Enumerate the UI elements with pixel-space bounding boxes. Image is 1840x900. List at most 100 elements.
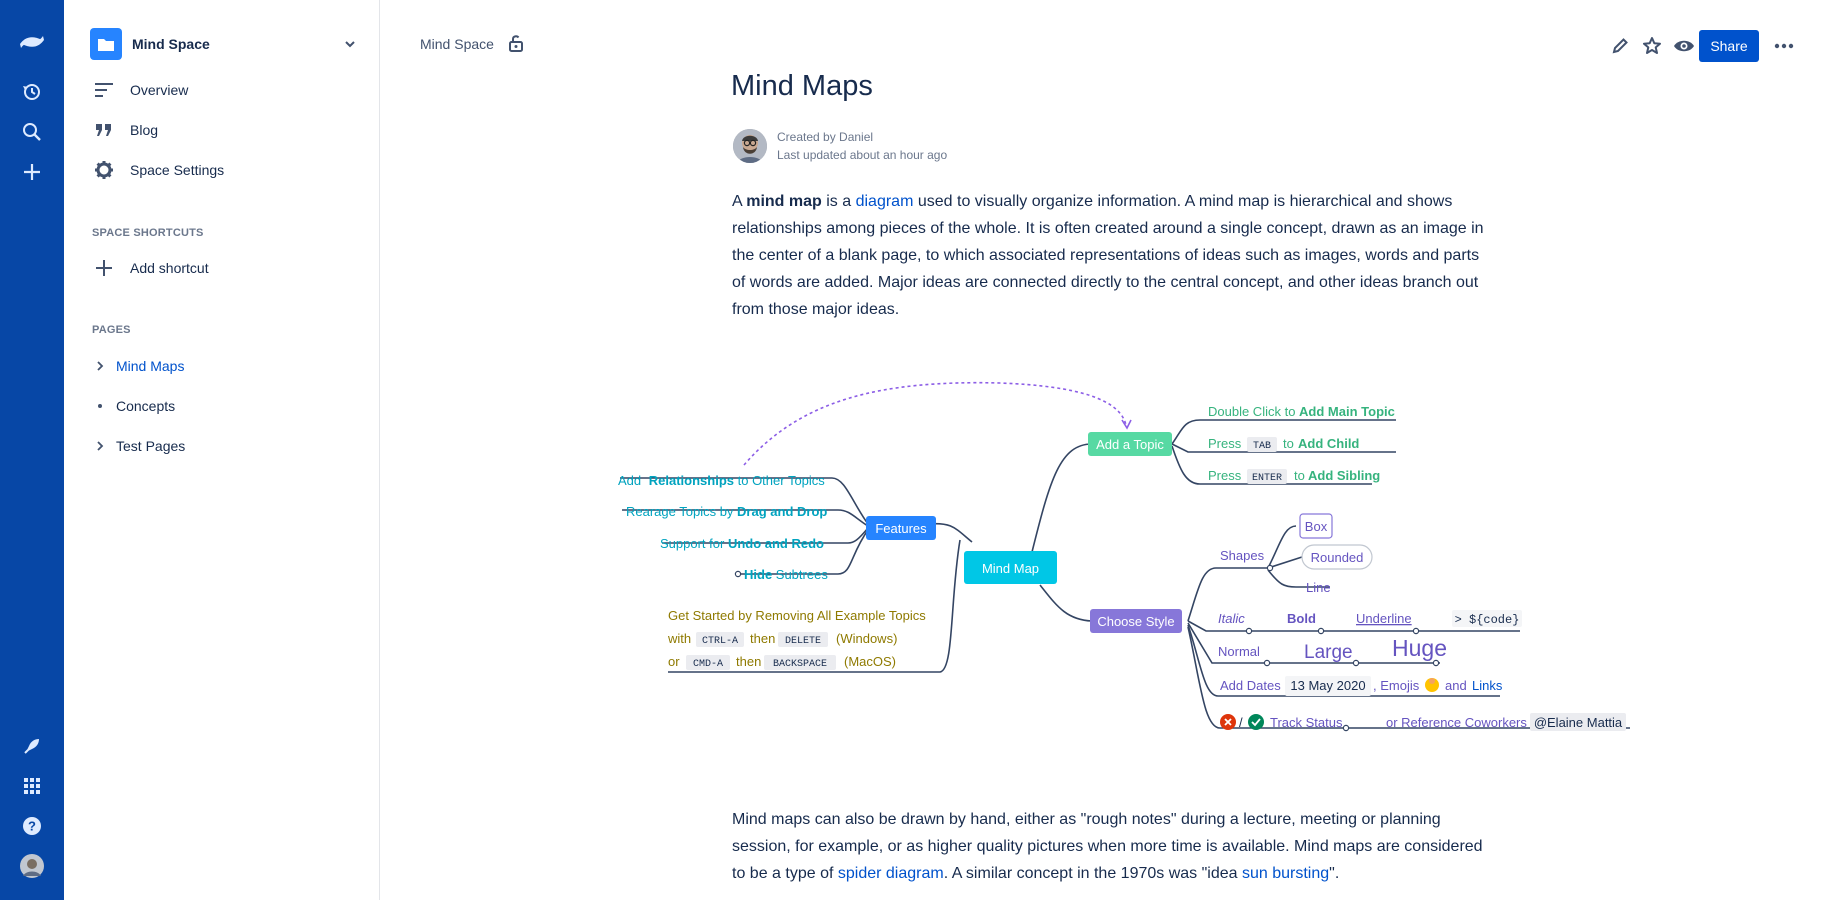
svg-text:Add Dates: Add Dates xyxy=(1220,678,1281,693)
svg-text:to: to xyxy=(1283,436,1294,451)
svg-text:BACKSPACE: BACKSPACE xyxy=(773,659,827,670)
share-button[interactable]: Share xyxy=(1699,30,1759,62)
svg-text:CTRL-A: CTRL-A xyxy=(702,636,738,647)
svg-text:to: to xyxy=(1294,468,1305,483)
svg-text:Choose Style: Choose Style xyxy=(1097,614,1174,629)
svg-text:> ${code}: > ${code} xyxy=(1455,613,1520,627)
add-topic-node xyxy=(1088,432,1172,456)
svg-text:and: and xyxy=(1445,678,1467,693)
sun-bursting-link[interactable]: sun bursting xyxy=(1241,865,1330,882)
page-byline: Created by Daniel Last updated about an … xyxy=(733,128,947,164)
bullet-icon xyxy=(92,403,108,409)
unlock-icon[interactable] xyxy=(508,34,524,57)
recent-icon[interactable] xyxy=(14,74,50,110)
search-icon[interactable] xyxy=(14,114,50,150)
overview-icon xyxy=(90,82,118,98)
help-icon[interactable]: ? xyxy=(14,808,50,844)
svg-text:Add Sibling: Add Sibling xyxy=(1308,468,1380,483)
quote-icon xyxy=(90,122,118,138)
created-by: Created by Daniel xyxy=(777,130,874,144)
page-tree-item-concepts[interactable]: Concepts xyxy=(92,392,352,420)
press-tab-topic: Press TAB to Add Child xyxy=(1208,436,1359,452)
svg-text:(MacOS): (MacOS) xyxy=(844,654,896,669)
page-toolbar xyxy=(1604,30,1700,62)
svg-text:with: with xyxy=(667,631,691,646)
sidebar-item-overview[interactable]: Overview xyxy=(90,74,360,106)
profile-avatar-icon[interactable] xyxy=(14,848,50,884)
svg-text:Add Child: Add Child xyxy=(1298,436,1359,451)
svg-text:DELETE: DELETE xyxy=(785,636,821,647)
gear-icon xyxy=(90,160,118,180)
svg-text:13 May 2020: 13 May 2020 xyxy=(1290,678,1365,693)
chevron-down-icon[interactable] xyxy=(340,34,360,54)
add-shortcut-button[interactable]: Add shortcut xyxy=(90,252,360,284)
features-node xyxy=(866,516,936,540)
svg-text:Get Started by Removing All Ex: Get Started by Removing All Example Topi… xyxy=(668,608,926,623)
sidebar-item-blog[interactable]: Blog xyxy=(90,114,360,146)
relationships-topic: Add Relationships to Other Topics xyxy=(618,473,825,488)
track-status-topic: / Track Status or Reference Coworkers @E… xyxy=(1220,713,1626,731)
diagram-link[interactable]: diagram xyxy=(855,193,914,210)
add-shortcut-label: Add shortcut xyxy=(130,260,209,276)
mind-map-connectors xyxy=(620,419,1630,729)
svg-text:then: then xyxy=(736,654,761,669)
star-icon[interactable] xyxy=(1636,30,1668,62)
more-actions-icon[interactable] xyxy=(1768,30,1800,62)
svg-text:Add a Topic: Add a Topic xyxy=(1096,437,1164,452)
huge-size-topic: Huge xyxy=(1392,635,1447,661)
links-topic: Links xyxy=(1472,678,1503,693)
rounded-style-node xyxy=(1301,544,1373,570)
central-topic-node xyxy=(964,551,1057,584)
space-sidebar: Mind Space Overview Blog Space Settings … xyxy=(64,0,380,900)
space-switcher[interactable]: Mind Space xyxy=(90,28,360,60)
svg-text:or: or xyxy=(668,654,680,669)
box-style-node xyxy=(1299,513,1333,539)
bold-term: mind map xyxy=(746,193,822,210)
code-node xyxy=(1452,610,1522,627)
author-avatar[interactable] xyxy=(733,129,767,163)
watch-eye-icon[interactable] xyxy=(1668,30,1700,62)
press-enter-topic: Press ENTER to Add Sibling xyxy=(1208,468,1380,484)
italic-topic: Italic xyxy=(1218,611,1245,626)
svg-text:or Reference Coworkers: or Reference Coworkers xyxy=(1386,715,1527,730)
dates-emojis-links-topic: Add Dates 13 May 2020 , Emojis and Links xyxy=(1220,676,1503,696)
get-started-topic: Get Started by Removing All Example Topi… xyxy=(667,608,926,670)
svg-text:?: ? xyxy=(28,819,36,834)
svg-text:Features: Features xyxy=(875,521,927,536)
drag-drop-topic: Rearage Topics by Drag and Drop xyxy=(626,504,827,519)
bold-topic: Bold xyxy=(1287,611,1316,626)
underline-topic: Underline xyxy=(1356,611,1412,626)
large-size-topic: Large xyxy=(1304,642,1353,663)
sidebar-item-label: Space Settings xyxy=(130,162,225,178)
global-nav: ? xyxy=(0,0,64,900)
hide-subtrees-topic: Hide Subtrees xyxy=(744,567,828,582)
space-shortcuts-heading: SPACE SHORTCUTS xyxy=(92,227,204,239)
page-tree-item-test-pages[interactable]: Test Pages xyxy=(92,432,352,460)
app-switcher-icon[interactable] xyxy=(14,768,50,804)
intro-paragraph: A mind map is a diagram used to visually… xyxy=(732,193,1484,318)
svg-text:Press: Press xyxy=(1208,436,1242,451)
edit-pencil-icon[interactable] xyxy=(1604,30,1636,62)
chevron-right-icon[interactable] xyxy=(92,361,108,371)
sidebar-item-space-settings[interactable]: Space Settings xyxy=(90,154,360,186)
spider-diagram-link[interactable]: spider diagram xyxy=(837,865,944,882)
plus-icon xyxy=(90,259,118,277)
svg-text:Press: Press xyxy=(1208,468,1242,483)
confluence-logo-icon[interactable] xyxy=(14,24,50,60)
svg-text:CMD-A: CMD-A xyxy=(693,659,723,670)
mind-map-diagram: Mind Map Features Add a Topic Choose Sty… xyxy=(618,381,1630,732)
svg-text:ENTER: ENTER xyxy=(1252,473,1282,484)
pages-heading: PAGES xyxy=(92,324,131,336)
double-click-topic: Double Click to Add Main Topic xyxy=(1208,404,1395,419)
undo-redo-topic: Support for Undo and Redo xyxy=(660,536,824,551)
space-name: Mind Space xyxy=(132,36,210,52)
page-tree-label: Mind Maps xyxy=(116,358,185,374)
breadcrumb[interactable]: Mind Space xyxy=(420,36,494,52)
chevron-right-icon[interactable] xyxy=(92,441,108,451)
svg-text:Rounded: Rounded xyxy=(1311,550,1364,565)
create-plus-icon[interactable] xyxy=(14,154,50,190)
notifications-rocket-icon[interactable] xyxy=(14,728,50,764)
svg-text:Box: Box xyxy=(1305,519,1328,534)
sidebar-item-label: Blog xyxy=(130,122,159,138)
page-tree-item-mind-maps[interactable]: Mind Maps xyxy=(92,352,352,380)
